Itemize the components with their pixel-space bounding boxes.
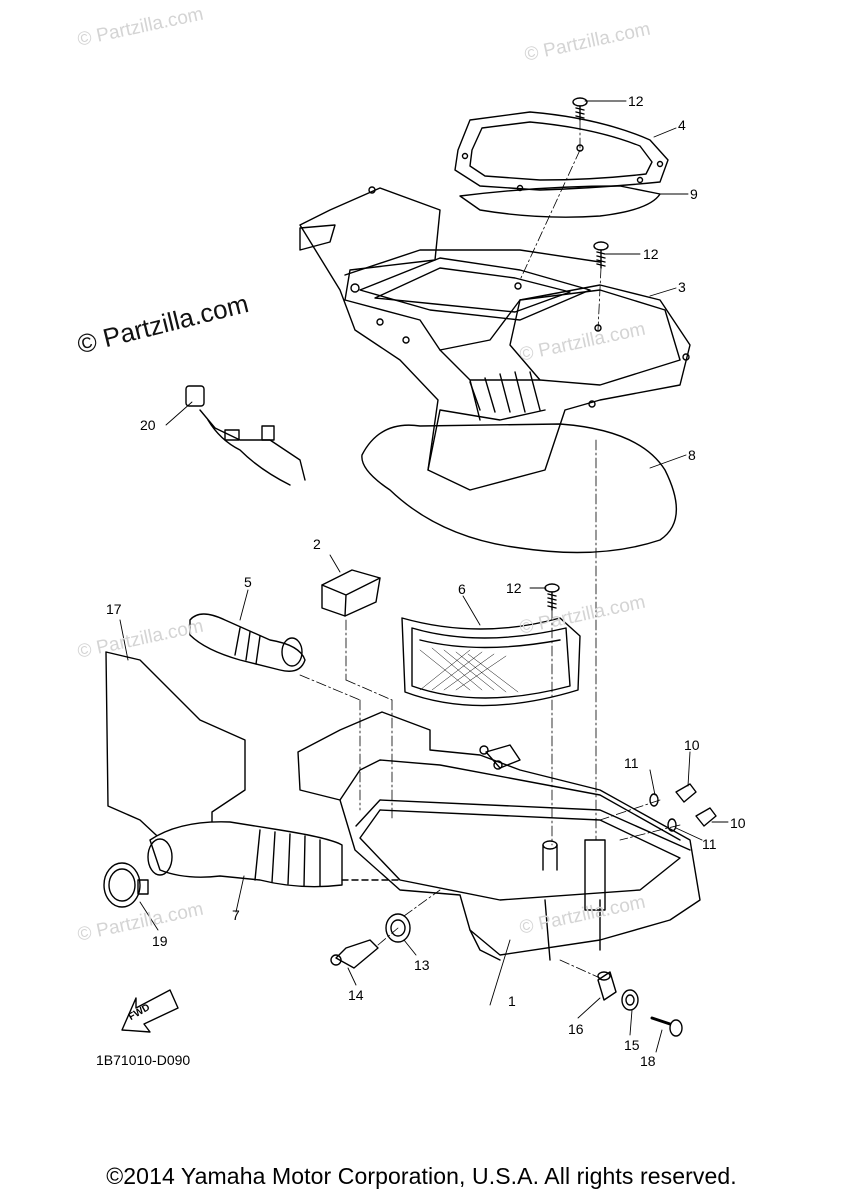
callout-10-upper: 10 — [684, 737, 700, 753]
callout-2: 2 — [313, 536, 321, 552]
callout-11-upper: 11 — [624, 755, 639, 771]
fitting-14 — [330, 939, 379, 969]
screw-12-low — [544, 583, 560, 611]
screw-12-mid — [593, 241, 609, 269]
callout-7: 7 — [232, 907, 240, 923]
callout-6: 6 — [458, 581, 466, 597]
bolt-18 — [650, 1016, 683, 1037]
callout-14: 14 — [348, 987, 364, 1003]
gasket-9 — [459, 185, 661, 218]
hose-5 — [189, 613, 306, 672]
diagram-code: 1B71010-D090 — [96, 1052, 191, 1068]
seal-8 — [361, 423, 677, 554]
clip-2 — [321, 569, 381, 617]
callout-10-lower: 10 — [730, 815, 746, 831]
callout-12-mid: 12 — [643, 246, 659, 262]
ring-11-lower — [667, 818, 677, 832]
callout-3: 3 — [678, 279, 686, 295]
screw-12-top — [572, 97, 588, 121]
callout-20: 20 — [140, 417, 156, 433]
bushing-15 — [621, 989, 639, 1011]
copyright-notice: ©2014 Yamaha Motor Corporation, U.S.A. A… — [106, 1163, 737, 1189]
callout-17: 17 — [106, 601, 122, 617]
cap-10-lower — [695, 807, 717, 827]
intake-tube-7 — [147, 821, 401, 888]
callout-13: 13 — [414, 957, 430, 973]
upper-housing-3 — [299, 186, 691, 491]
cap-10-upper — [675, 783, 697, 803]
callout-9: 9 — [690, 186, 698, 202]
callout-16: 16 — [568, 1021, 584, 1037]
spacer-16 — [597, 971, 617, 1001]
callout-19: 19 — [152, 933, 168, 949]
filter-6 — [401, 617, 581, 707]
callout-12-low: 12 — [506, 580, 522, 596]
callout-11-lower: 11 — [702, 836, 717, 852]
sensor-20 — [185, 385, 306, 486]
plate-17 — [105, 651, 246, 866]
callout-4: 4 — [678, 117, 686, 133]
ring-11-upper — [649, 793, 659, 807]
fwd-arrow-icon — [121, 989, 179, 1033]
lower-case-1 — [297, 711, 701, 961]
callout-18: 18 — [640, 1053, 656, 1069]
clamp-19 — [103, 862, 149, 908]
callout-12-top: 12 — [628, 93, 644, 109]
cover-plate-4 — [454, 111, 669, 192]
callout-1: 1 — [508, 993, 516, 1009]
callout-15: 15 — [624, 1037, 640, 1053]
callout-5: 5 — [244, 574, 252, 590]
callout-8: 8 — [688, 447, 696, 463]
